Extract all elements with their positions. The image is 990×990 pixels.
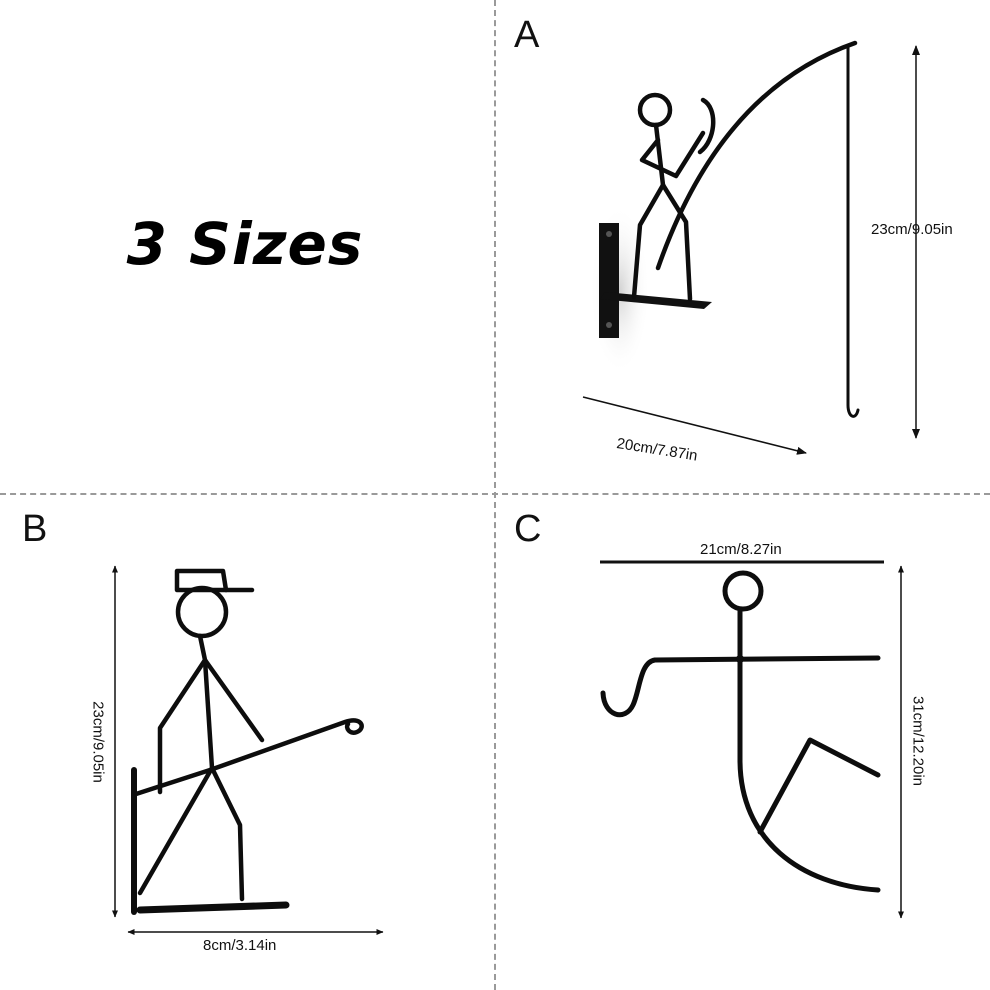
sizes-title: 3 Sizes xyxy=(126,210,364,278)
panel-c-letter: C xyxy=(514,508,542,550)
panel-a-height-label: 23cm/9.05in xyxy=(871,221,953,238)
horizontal-divider xyxy=(0,493,990,495)
panel-c-width-label: 21cm/8.27in xyxy=(700,541,782,558)
hanger-b-walking-man xyxy=(131,568,364,915)
panel-a-letter: A xyxy=(514,14,540,56)
panel-b-width-label: 8cm/3.14in xyxy=(203,937,277,954)
panel-a-width-arrow xyxy=(582,396,807,455)
panel-c-height-label: 31cm/12.20in xyxy=(909,695,927,787)
panel-b-height-label: 23cm/9.05in xyxy=(89,701,107,783)
panel-b-letter: B xyxy=(22,508,48,550)
hanger-a-fisherman xyxy=(590,40,860,418)
vertical-divider xyxy=(494,0,496,990)
hanger-c-climber xyxy=(600,570,881,893)
